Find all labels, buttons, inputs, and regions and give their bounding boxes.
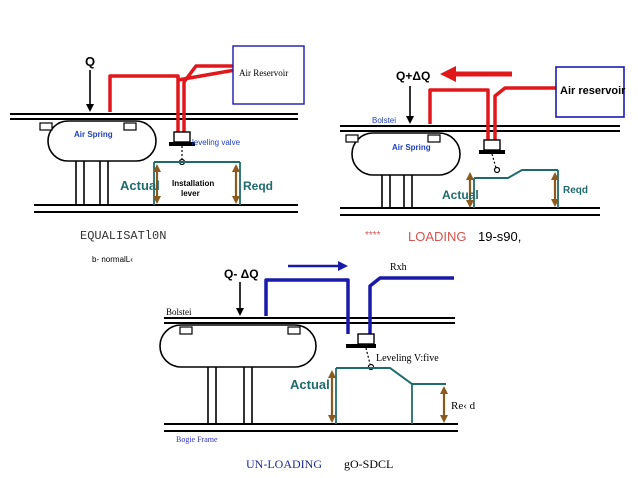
leveling-valve — [346, 333, 376, 371]
actual-label: Actual — [120, 178, 160, 193]
air-spring — [39, 120, 157, 205]
bolster-label: Bolstei — [166, 307, 192, 317]
reqd-label: Reqd — [243, 179, 273, 193]
valve-label: leveling valve — [192, 138, 241, 147]
air-pipe — [264, 278, 350, 334]
flow-label: Q — [85, 54, 95, 69]
level-line — [336, 367, 446, 385]
air-spring-label: Air Spring — [392, 143, 431, 152]
reservoir-label: Air reservoir — [560, 85, 626, 97]
panel-unloading: Q- ΔQ Rxh Bolstei Leveling V:five Actual… — [159, 261, 476, 471]
unloading-caption-tail: gO-SDCL — [344, 457, 393, 471]
equalisation-sub-caption: b- normalL‹ — [92, 255, 133, 264]
panel-loading: Q+ΔQ Air reservoir Bolstei Air Spring Ac… — [340, 66, 626, 244]
unloading-caption-word: UN-LOADING — [246, 457, 322, 471]
air-pipe-supply — [493, 86, 556, 140]
air-spring-label: Air Spring — [74, 130, 113, 139]
reservoir-label: Air Reservoir — [239, 68, 288, 78]
leveling-valve — [479, 139, 505, 174]
air-pipe — [428, 88, 490, 140]
actual-label: Actual — [290, 377, 330, 392]
valve-label: Leveling V:five — [376, 353, 439, 364]
reqd-label: Reqd — [563, 185, 588, 196]
bogie-frame-label: Bogie Frame — [176, 435, 218, 444]
loading-caption-word: LOADING — [408, 229, 467, 244]
air-pipe-supply — [182, 64, 233, 132]
equalisation-caption: EQUALISATl0N — [80, 229, 166, 243]
air-spring — [159, 324, 317, 424]
flow-label: Q+ΔQ — [396, 69, 430, 83]
lever-label-line1: Installation — [172, 179, 214, 188]
supply-direction-arrow-head — [440, 66, 456, 82]
air-reservoir-box — [232, 45, 305, 105]
air-reservoir-box — [555, 66, 625, 118]
actual-label: Actual — [442, 188, 479, 202]
flow-label: Q- ΔQ — [224, 267, 259, 281]
lever-label-line2: lever — [181, 189, 200, 198]
rxh-label: Rxh — [390, 262, 407, 273]
panel-equalisation: Q Air Reservoir Air Spring leveling valv… — [10, 45, 305, 264]
level-line — [474, 169, 558, 179]
air-pipe-exhaust — [368, 276, 454, 334]
leveling-valve — [169, 131, 195, 166]
air-spring — [345, 132, 461, 208]
bolster-label: Bolstei — [372, 116, 396, 125]
loading-caption-tail: 19-s90, — [478, 229, 521, 244]
loading-caption-stars: **** — [365, 230, 381, 241]
reqd-label: Re‹ d — [451, 400, 476, 412]
